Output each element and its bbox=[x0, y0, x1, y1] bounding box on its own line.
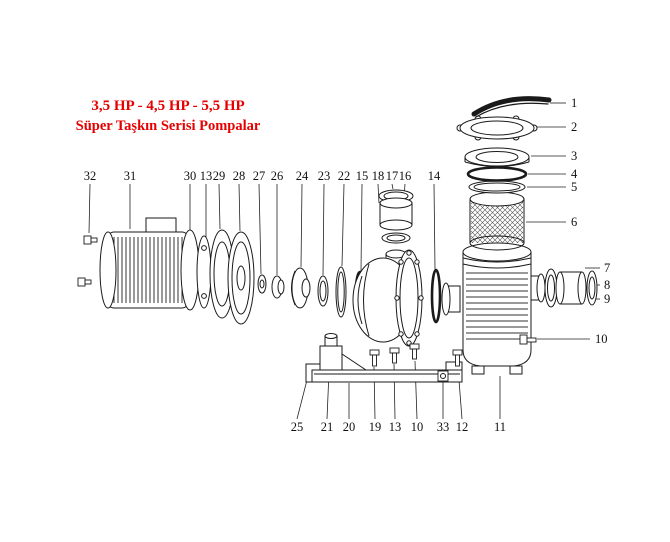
part-labels-top: 32 31 30 13 29 28 27 26 24 23 22 15 18 1… bbox=[84, 169, 441, 183]
clamp-knob-drawing bbox=[324, 333, 338, 347]
tank-bolt-drawing bbox=[519, 334, 537, 345]
part-label-21: 21 bbox=[321, 420, 334, 434]
part-labels-right: 1 2 3 4 5 6 7 8 9 10 bbox=[571, 96, 610, 346]
slinger-drawing bbox=[257, 274, 267, 294]
part-label-28: 28 bbox=[233, 169, 246, 183]
part-label-19: 19 bbox=[369, 420, 382, 434]
part-label-1: 1 bbox=[571, 96, 577, 110]
part-label-7: 7 bbox=[604, 261, 610, 275]
part-label-13-bottom: 13 bbox=[389, 420, 402, 434]
part-label-5: 5 bbox=[571, 180, 577, 194]
part-label-16: 16 bbox=[399, 169, 412, 183]
part-label-4: 4 bbox=[571, 167, 578, 181]
part-label-18: 18 bbox=[372, 169, 385, 183]
part-label-24: 24 bbox=[296, 169, 309, 183]
part-label-9: 9 bbox=[604, 292, 610, 306]
base-stand-drawing bbox=[305, 345, 463, 383]
part-label-23: 23 bbox=[318, 169, 331, 183]
title-line2: Süper Taşkın Serisi Pompalar bbox=[76, 118, 261, 134]
motor-flange-drawing bbox=[196, 235, 212, 309]
diffuser-ring-drawing bbox=[317, 275, 329, 307]
lid-oring-drawing bbox=[466, 166, 528, 182]
part-label-30: 30 bbox=[184, 169, 197, 183]
diffuser-gasket-drawing bbox=[335, 266, 347, 318]
impeller-drawing bbox=[291, 267, 311, 309]
clear-lid-drawing bbox=[464, 147, 530, 167]
part-label-12: 12 bbox=[456, 420, 469, 434]
strainer-tank-drawing bbox=[462, 242, 546, 375]
part-label-6: 6 bbox=[571, 215, 577, 229]
oring-14-drawing bbox=[430, 268, 442, 324]
part-label-11: 11 bbox=[494, 420, 506, 434]
leader-lines bbox=[88, 102, 600, 420]
part-label-20: 20 bbox=[343, 420, 356, 434]
part-label-8: 8 bbox=[604, 278, 610, 292]
mechanical-seal-drawing bbox=[271, 275, 285, 299]
lid-handle-drawing bbox=[471, 96, 552, 118]
part-label-31: 31 bbox=[124, 169, 137, 183]
part-labels-bottom: 25 21 20 19 13 10 33 12 11 bbox=[291, 420, 506, 434]
part-label-26: 26 bbox=[271, 169, 284, 183]
part-label-2: 2 bbox=[571, 120, 577, 134]
part-label-22: 22 bbox=[338, 169, 351, 183]
part-label-15: 15 bbox=[356, 169, 369, 183]
bottom-fasteners-drawing bbox=[369, 343, 463, 382]
motor-drawing bbox=[99, 217, 217, 311]
lid-ring-drawing bbox=[468, 180, 526, 194]
tank-adapter-drawing bbox=[441, 282, 461, 316]
strainer-basket-drawing bbox=[469, 191, 525, 251]
seal-plate-drawing bbox=[209, 229, 255, 325]
part-label-17: 17 bbox=[386, 169, 399, 183]
title-line1: 3,5 HP - 4,5 HP - 5,5 HP bbox=[91, 98, 244, 114]
part-label-10-bottom: 10 bbox=[411, 420, 424, 434]
part-label-3: 3 bbox=[571, 149, 577, 163]
outlet-fittings-drawing bbox=[544, 268, 598, 308]
part-label-14: 14 bbox=[428, 169, 441, 183]
union-stack-drawing bbox=[378, 189, 414, 244]
part-label-25: 25 bbox=[291, 420, 304, 434]
volute-body-drawing bbox=[352, 249, 424, 347]
part-label-13-top: 13 bbox=[200, 169, 213, 183]
part-label-33: 33 bbox=[437, 420, 450, 434]
part-label-27: 27 bbox=[253, 169, 266, 183]
part-label-10-right: 10 bbox=[595, 332, 608, 346]
lock-ring-drawing bbox=[456, 115, 538, 141]
motor-bolts-drawing bbox=[77, 235, 98, 287]
part-label-29: 29 bbox=[213, 169, 226, 183]
part-label-32: 32 bbox=[84, 169, 97, 183]
